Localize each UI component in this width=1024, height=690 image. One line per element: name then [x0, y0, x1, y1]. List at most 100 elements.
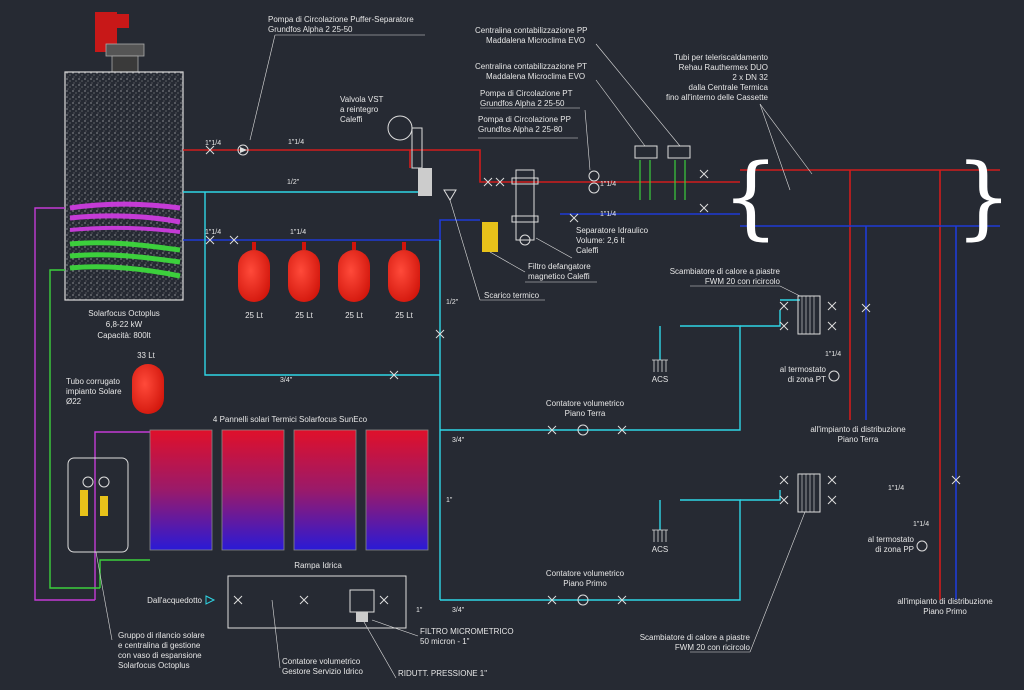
pump-puffer-model: Grundfos Alpha 2 25-50: [268, 25, 353, 34]
solar-group-line3: con vaso di espansione: [118, 651, 202, 660]
thermostat-pt-zone: di zona PT: [788, 375, 826, 384]
thermostat-pt-label: al termostato: [780, 365, 827, 374]
hydraulic-separator-icon: [482, 169, 539, 252]
exchanger-pt-model: FWM 20 con ricircolo: [705, 277, 781, 286]
thermostat-pt-icon: [828, 370, 840, 382]
leader-line: [595, 79, 646, 147]
leader-line: [249, 34, 276, 141]
controller-pt-model: Maddalena Microclima EVO: [486, 72, 585, 81]
leader-line: [759, 103, 791, 191]
solar-pipe-label: Tubo corrugato: [66, 377, 121, 386]
valve-icons: [205, 145, 961, 605]
micro-filter-spec: 50 micron - 1": [420, 637, 470, 646]
solar-group-label: Gruppo di rilancio solare: [118, 631, 205, 640]
distribution-pp-floor: Piano Primo: [923, 607, 967, 616]
controller-pt-icon: [634, 145, 658, 159]
solar-panel: [365, 429, 429, 551]
exchanger-pp-label: Scambiatore di calore a piastre: [640, 633, 751, 642]
district-pipes-to: fino all'interno delle Cassette: [666, 93, 769, 102]
svg-text:25 Lt: 25 Lt: [245, 311, 264, 320]
pump-pp-label: Pompa di Circolazione PP: [478, 115, 571, 124]
controller-pp-icon: [667, 145, 691, 159]
distribution-pt-floor: Piano Terra: [838, 435, 879, 444]
meter-pp-icon: [577, 594, 589, 606]
controller-pp-label: Centralina contabilizzazione PP: [475, 26, 588, 35]
solar-pipe-size: Ø22: [66, 397, 82, 406]
pump-puffer-label: Pompa di Circolazione Puffer-Separatore: [268, 15, 414, 24]
valve-vst-icon: [387, 115, 432, 196]
controller-pp-model: Maddalena Microclima EVO: [486, 36, 585, 45]
meter-pt-icon: [577, 424, 589, 436]
pipe-size-label: 3/4": [280, 377, 293, 384]
solar-panel: [149, 429, 213, 551]
pipe-size-label: 1/2": [446, 299, 459, 306]
expansion-tanks: 25 Lt 25 Lt 25 Lt 25 Lt: [238, 242, 420, 320]
cold-pipe-main: [183, 213, 1000, 600]
pipe-size-label: 1"1/4: [888, 485, 904, 492]
pipe-size-label: 1"1/4: [288, 139, 304, 146]
aqueduct-label: Dall'acquedotto: [147, 596, 202, 605]
expansion-tank-icon: 25 Lt: [338, 242, 370, 320]
leader-line: [584, 109, 591, 171]
leader-line: [95, 551, 113, 641]
svg-text:25 Lt: 25 Lt: [395, 311, 414, 320]
pump-pt-label: Pompa di Circolazione PT: [480, 89, 573, 98]
svg-text:25 Lt: 25 Lt: [345, 311, 364, 320]
control-wires: [639, 160, 686, 200]
drain-icon: [443, 189, 545, 301]
aqueduct-arrow-icon: [205, 595, 216, 605]
thermostat-pp-icon: [916, 540, 928, 552]
reducer-label: RIDUTT. PRESSIONE 1": [398, 669, 487, 678]
leader-line: [371, 619, 419, 637]
pipe-size-label: 1"1/4: [600, 211, 616, 218]
micro-filter-label: FILTRO MICROMETRICO: [420, 627, 514, 636]
leader-line: [759, 103, 813, 175]
rampa-label: Rampa Idrica: [294, 561, 342, 570]
solar-coil-icon: [69, 201, 181, 279]
leader-line: [779, 285, 801, 297]
meter-pp-label: Contatore volumetrico: [546, 569, 625, 578]
pump-pp-model: Grundfos Alpha 2 25-80: [478, 125, 563, 134]
expansion-tank-icon: 25 Lt: [238, 242, 270, 320]
rampa-box: [227, 575, 407, 629]
meter-pt-floor: Piano Terra: [565, 409, 606, 418]
district-pipes-model: Rehau Rauthermex DUO: [679, 63, 768, 72]
heat-exchanger-pt-icon: [797, 295, 821, 335]
pump-pp-icon: [588, 182, 600, 194]
solar-group-line4: Solarfocus Octoplus: [118, 661, 190, 670]
leader-line: [363, 621, 397, 679]
controller-pt-label: Centralina contabilizzazione PT: [475, 62, 587, 71]
valve-vst-line2: a reintegro: [340, 105, 379, 114]
pump-puffer-icon: [237, 144, 249, 156]
meter-main-provider: Gestore Servizio Idrico: [282, 667, 363, 676]
expansion-tank-icon: 25 Lt: [288, 242, 320, 320]
solar-pipe-type: impianto Solare: [66, 387, 122, 396]
left-brace-icon: {: [722, 145, 779, 250]
distribution-pt-label: all'impianto di distribuzione: [810, 425, 906, 434]
pipe-size-label: 1"1/4: [913, 521, 929, 528]
district-pipes-from: dalla Centrale Termica: [689, 83, 769, 92]
meter-pp-floor: Piano Primo: [563, 579, 607, 588]
separator-brand: Caleffi: [576, 246, 599, 255]
leader-line: [535, 237, 573, 259]
solar-panels-label: 4 Pannelli solari Termici Solarfocus Sun…: [213, 415, 368, 424]
acs-tap-icon: [652, 359, 668, 542]
pipe-size-label: 1"1/4: [290, 229, 306, 236]
pipe-size-label: 1": [446, 497, 453, 504]
thermostat-pp-zone: di zona PP: [875, 545, 914, 554]
leader-line: [489, 251, 526, 273]
meter-pt-label: Contatore volumetrico: [546, 399, 625, 408]
drain-label: Scarico termico: [484, 291, 540, 300]
boiler-label: Solarfocus Octoplus 6,8-22 kW Capacità: …: [88, 309, 160, 340]
solar-panel: [293, 429, 357, 551]
svg-text:Capacità: 800lt: Capacità: 800lt: [97, 331, 151, 340]
solar-vessel-label: 33 Lt: [137, 351, 156, 360]
solar-panel: [221, 429, 285, 551]
pump-pt-model: Grundfos Alpha 2 25-50: [480, 99, 565, 108]
svg-text:6,8-22 kW: 6,8-22 kW: [106, 320, 143, 329]
heat-exchanger-pp-icon: [797, 473, 821, 513]
pipe-size-label: 3/4": [452, 437, 465, 444]
filter-label: Filtro defangatore: [528, 262, 591, 271]
valve-vst-label: Valvola VST: [340, 95, 384, 104]
